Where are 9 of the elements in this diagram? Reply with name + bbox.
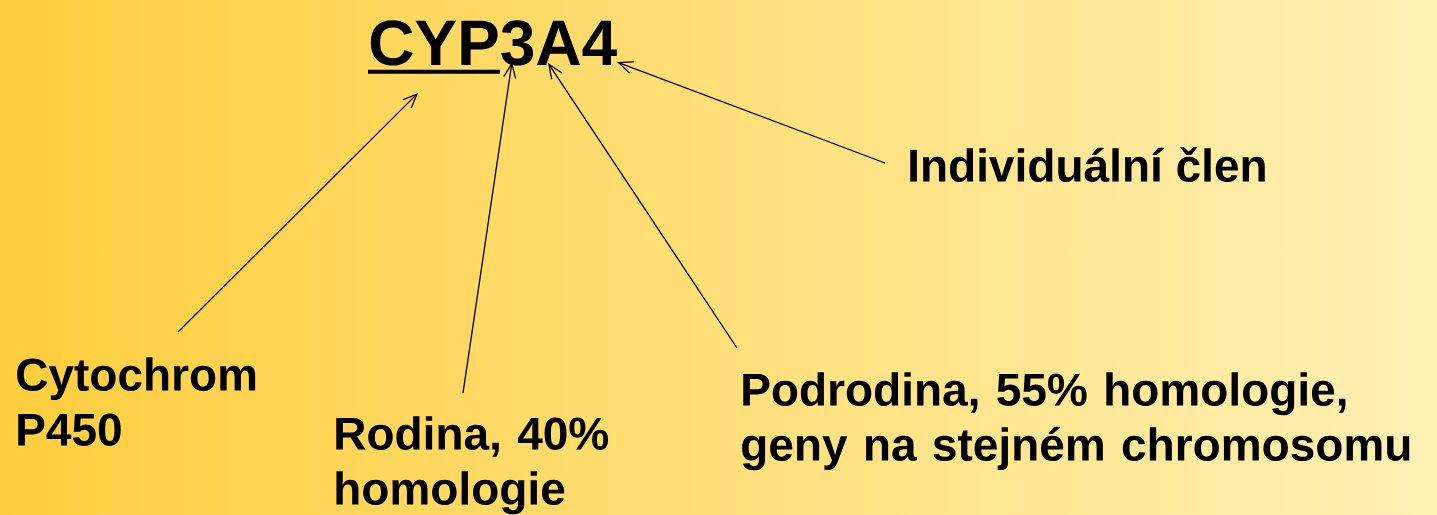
label-text: Podrodina, 55% homologie, geny na stejném chromosomu — [742, 372, 1410, 471]
leader-arrow — [462, 62, 517, 394]
leader-arrow — [177, 93, 418, 333]
label-text: Cytochrom P450 — [17, 357, 256, 446]
label-text: Individuální člen — [910, 147, 1265, 182]
label-text: Rodina, 40% homologie — [336, 416, 609, 515]
leader-arrow — [617, 61, 886, 164]
leader-arrow — [548, 63, 738, 349]
title-text: CYP3A4 — [368, 20, 617, 74]
